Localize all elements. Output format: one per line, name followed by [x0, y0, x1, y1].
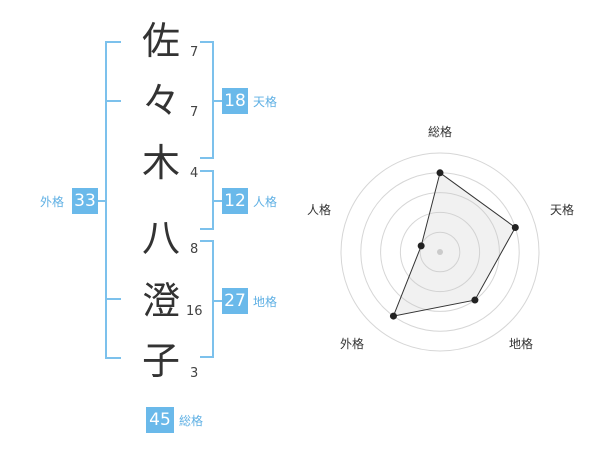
jinkaku-value: 12 — [222, 188, 248, 214]
chikaku-bracket — [200, 240, 214, 358]
soukaku-label: 総格 — [179, 414, 204, 428]
radar-axis-label-jinkaku: 人格 — [307, 203, 332, 217]
radar-axis-label-soukaku: 総格 — [428, 125, 453, 139]
gaikaku-value: 33 — [72, 188, 98, 214]
stroke-count-1: 7 — [190, 45, 199, 60]
name-char-3: 木 — [141, 141, 180, 185]
radar-ring-1 — [340, 152, 540, 352]
tenkaku-label: 天格 — [253, 95, 278, 109]
name-char-2: 々 — [141, 79, 180, 123]
tenkaku-bracket — [200, 41, 214, 159]
radar-ring-4 — [399, 211, 481, 293]
tenkaku-connector — [214, 100, 224, 102]
chikaku-label: 地格 — [253, 295, 278, 309]
radar-shape — [392, 171, 516, 317]
jinkaku-label: 人格 — [253, 195, 278, 209]
gaikaku-tick-upper — [105, 100, 121, 102]
stroke-count-2: 7 — [190, 105, 199, 120]
radar-axis-label-chikaku: 地格 — [509, 337, 534, 351]
radar-point-3 — [471, 296, 479, 304]
radar-ring-3 — [380, 192, 500, 312]
name-char-5: 澄 — [141, 279, 180, 323]
gaikaku-label: 外格 — [40, 195, 65, 209]
soukaku-value: 45 — [146, 407, 174, 433]
name-char-4: 八 — [141, 216, 180, 260]
chikaku-connector — [214, 300, 224, 302]
name-char-1: 佐 — [141, 19, 180, 63]
radar-center — [437, 249, 443, 255]
radar-point-1 — [436, 169, 444, 177]
gaikaku-bracket — [105, 41, 121, 359]
radar-ring-5 — [419, 231, 461, 273]
radar-point-2 — [511, 224, 519, 232]
radar-axis-label-gaikaku: 外格 — [340, 337, 365, 351]
radar-point-4 — [389, 312, 397, 320]
stroke-count-6: 3 — [190, 366, 199, 381]
stroke-count-5: 16 — [186, 304, 203, 319]
tenkaku-value: 18 — [222, 88, 248, 114]
name-char-6: 子 — [141, 339, 180, 383]
radar-point-5 — [417, 242, 425, 250]
jinkaku-connector — [214, 200, 224, 202]
radar-axis-label-tenkaku: 天格 — [550, 203, 575, 217]
stroke-count-3: 4 — [190, 166, 199, 181]
stroke-count-4: 8 — [190, 242, 199, 257]
chikaku-value: 27 — [222, 288, 248, 314]
gaikaku-tick-lower — [105, 298, 121, 300]
jinkaku-bracket — [200, 170, 214, 230]
